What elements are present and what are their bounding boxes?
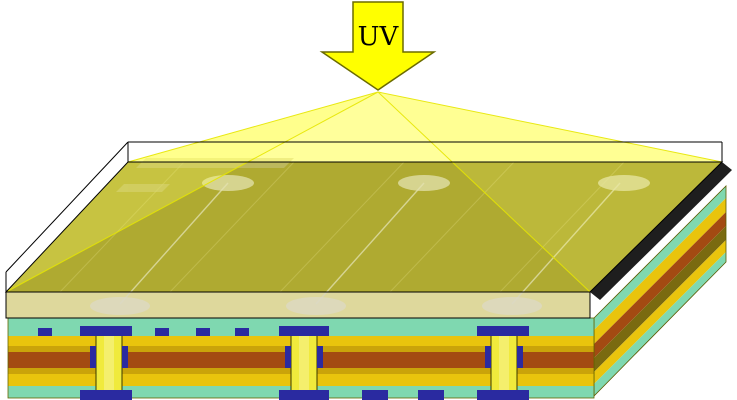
top-pads	[38, 326, 529, 336]
down-arrow-icon	[319, 1, 437, 91]
uv-label: UV	[358, 22, 400, 52]
bottom-pads	[80, 390, 529, 400]
mask-right-edge	[590, 162, 732, 300]
via-left	[95, 331, 123, 393]
board-right-side	[593, 185, 727, 397]
mask-top-surface	[6, 162, 722, 292]
mask-traces	[119, 182, 621, 305]
board-vias	[95, 331, 518, 393]
uv-light-cone	[5, 91, 723, 293]
mask-outline	[4, 141, 724, 319]
via-right	[490, 331, 518, 393]
via-middle	[290, 331, 318, 393]
pcb-board	[7, 185, 727, 400]
mask-pads	[90, 175, 650, 315]
inner-lands	[90, 346, 523, 368]
